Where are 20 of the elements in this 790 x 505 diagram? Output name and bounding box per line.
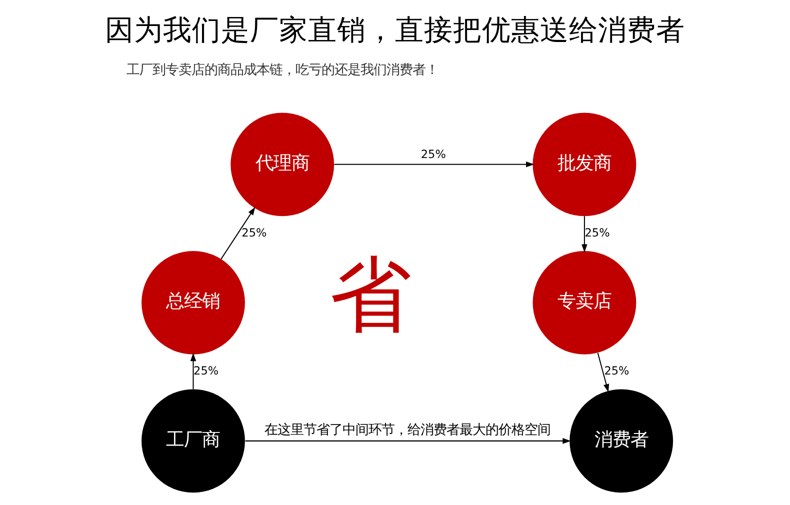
node-circle: 消费者 (570, 389, 674, 493)
edge-label: 25% (604, 364, 630, 378)
arrow (190, 352, 196, 390)
arrow (334, 162, 534, 168)
label: 工厂到专卖店的商品成本链，吃亏的还是我们消费者！ (126, 63, 438, 78)
node-circle: 批发商 (532, 112, 636, 216)
arrow (245, 438, 571, 444)
label: 省 (329, 248, 412, 344)
node-circle: 专卖店 (532, 250, 636, 354)
node-circle: 总经销 (142, 250, 245, 354)
edge-label: 25% (420, 148, 446, 162)
arrow (582, 216, 588, 252)
edge-label: 25% (194, 364, 219, 378)
node-circle: 工厂商 (142, 389, 245, 493)
arrow (597, 352, 610, 392)
edge-label: 25% (584, 226, 610, 240)
arrow (220, 206, 256, 260)
diagram-title: 因为我们是厂家直销，直接把优惠送给消费者 (105, 12, 685, 46)
edge-label: 在这里节省了中间环节，给消费者最大的价格空间 (264, 423, 550, 438)
edge-label: 25% (242, 226, 267, 240)
